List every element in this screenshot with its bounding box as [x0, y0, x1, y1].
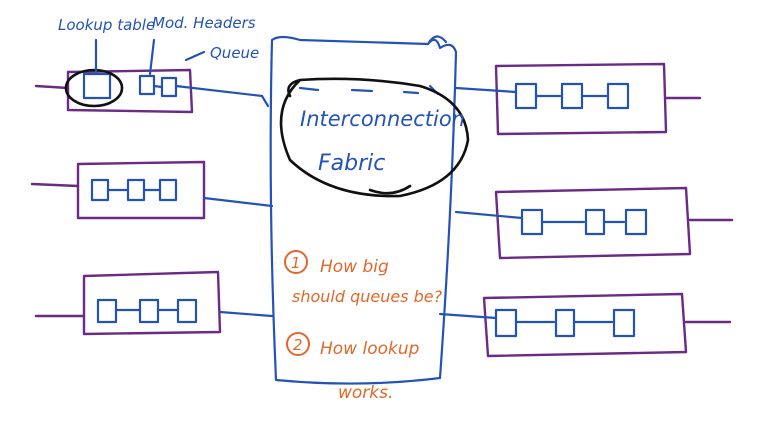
question-1-line1: How big — [320, 257, 389, 277]
mod-headers-label: Mod. Headers — [152, 14, 256, 32]
question-2-line1: How lookup — [320, 339, 420, 359]
fabric-label-line1: Interconnection — [300, 107, 465, 131]
question-2: 2 How lookup works. — [286, 332, 420, 403]
lookup-table-label: Lookup table — [58, 16, 155, 34]
output-port-2 — [454, 186, 734, 260]
input-port-1 — [34, 68, 264, 114]
output-port-1 — [454, 62, 702, 136]
question-2-number: 2 — [293, 336, 303, 354]
input-port-3 — [34, 270, 274, 336]
question-1-number: 1 — [291, 254, 301, 272]
queue-label: Queue — [210, 44, 259, 62]
interconnection-fabric-box — [269, 35, 458, 385]
question-1: 1 How big should queues be? — [284, 250, 443, 306]
lookup-table-circle — [64, 68, 124, 108]
output-port-3 — [438, 292, 732, 358]
fabric-ellipse — [279, 77, 470, 198]
question-1-line2: should queues be? — [292, 287, 443, 306]
input-port-2 — [30, 160, 274, 220]
fabric-label-line2: Fabric — [318, 151, 385, 176]
question-2-line2: works. — [338, 383, 393, 403]
